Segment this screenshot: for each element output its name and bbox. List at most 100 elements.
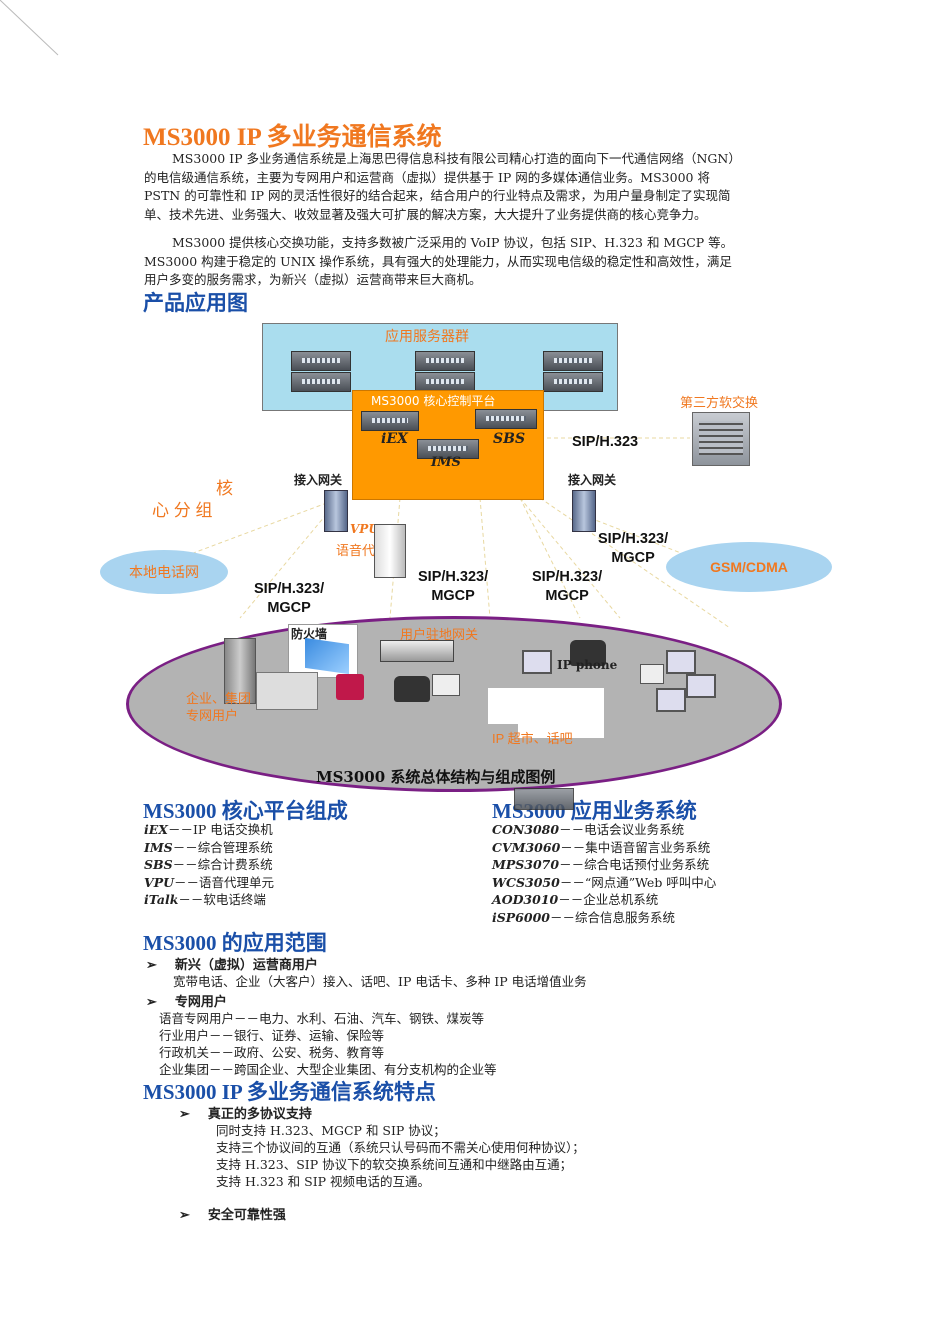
protocol-line: MGCP xyxy=(545,588,589,604)
firewall-label: 防火墙 xyxy=(291,627,328,641)
left-partial-label: 心 分 组 xyxy=(152,501,213,520)
server-icon xyxy=(543,372,603,392)
item-name: iTalk xyxy=(144,892,179,907)
bullet-title: 安全可靠性强 xyxy=(207,1207,286,1222)
item-name: AOD3010 xyxy=(492,892,559,907)
protocol-label: SIP/H.323/ MGCP xyxy=(254,580,324,618)
list-item: CON3080－－电话会议业务系统 xyxy=(492,821,716,839)
intro-paragraph-1: MS3000 IP 多业务通信系统是上海思巴得信息科技有限公司精心打造的面向下一… xyxy=(144,150,804,224)
server-icon xyxy=(514,788,574,810)
item-desc: －－综合信息服务系统 xyxy=(549,909,675,925)
softswitch-icon xyxy=(692,412,750,466)
protocol-line: MGCP xyxy=(267,600,311,616)
bullet-item: ➢专网用户 xyxy=(146,991,227,1010)
iex-label: iEX xyxy=(381,431,408,447)
bullet-arrow-icon: ➢ xyxy=(146,994,157,1009)
fax-icon xyxy=(432,674,460,696)
computer-icon xyxy=(666,650,696,674)
enterprise-line: 专网用户 xyxy=(186,708,239,723)
gsm-cdma-label: GSM/CDMA xyxy=(710,559,788,575)
feature-line: 支持三个协议间的互通（系统只认号码而不需关心使用何种协议）； xyxy=(216,1140,585,1155)
router-icon xyxy=(380,640,454,662)
intro-line: PSTN 的可靠性和 IP 网的灵活性很好的结合起来，结合用户的行业特点及需求，… xyxy=(144,188,731,203)
item-desc: －－“网点通”Web 呼叫中心 xyxy=(559,874,717,890)
feature-lines: 同时支持 H.323、MGCP 和 SIP 协议； 支持三个协议间的互通（系统只… xyxy=(216,1122,585,1190)
item-name: VPU xyxy=(144,874,174,890)
enterprise-line: 企业、集团 xyxy=(186,691,252,706)
ims-label: IMS xyxy=(431,455,461,470)
left-partial-label: 核 xyxy=(216,479,233,498)
bullet-item: ➢新兴（虚拟）运营商用户 xyxy=(146,954,318,973)
scope-line: 行业用户－－银行、证券、运输、保险等 xyxy=(159,1028,385,1043)
firewall: 防火墙 xyxy=(288,624,358,678)
core-section-heading: MS3000 核心平台组成 xyxy=(143,799,348,823)
item-name: MPS3070 xyxy=(492,857,560,872)
bullet-item: ➢ 真正的多协议支持 xyxy=(179,1103,312,1122)
gateway-server-icon xyxy=(324,490,348,532)
gsm-cdma-network: GSM/CDMA xyxy=(666,542,832,592)
list-item: SBS－－综合计费系统 xyxy=(144,856,274,874)
bullet-item: ➢安全可靠性强 xyxy=(179,1204,286,1223)
phone-group-icon xyxy=(518,710,604,738)
bullet-lines: 语音专网用户－－电力、水利、石油、汽车、钢铁、煤炭等 行业用户－－银行、证券、运… xyxy=(159,1010,497,1078)
computer-icon xyxy=(656,688,686,712)
access-gateway-left-label: 接入网关 xyxy=(294,473,343,487)
item-name: iEX xyxy=(144,822,168,837)
list-item: iTalk－－软电话终端 xyxy=(144,891,274,909)
intro-line: MS3000 IP 多业务通信系统是上海思巴得信息科技有限公司精心打造的面向下一… xyxy=(172,151,741,166)
third-party-softswitch-label: 第三方软交换 xyxy=(680,395,759,410)
user-gateway-label: 用户驻地网关 xyxy=(400,627,479,642)
item-desc: －－软电话终端 xyxy=(178,892,266,907)
list-item: IMS－－综合管理系统 xyxy=(144,839,274,857)
protocol-line: SIP/H.323/ xyxy=(532,569,603,585)
protocol-label: SIP/H.323/ MGCP xyxy=(598,530,668,568)
intro-line: MS3000 构建于稳定的 UNIX 操作系统，具有强大的处理能力，从而实现电信… xyxy=(144,253,732,269)
bullet-arrow-icon: ➢ xyxy=(179,1106,190,1121)
bullet-title: 真正的多协议支持 xyxy=(207,1106,312,1121)
vpu-device-icon xyxy=(374,524,406,578)
computer-icon xyxy=(522,650,552,674)
server-icon xyxy=(291,372,351,392)
scope-line: 语音专网用户－－电力、水利、石油、汽车、钢铁、煤炭等 xyxy=(159,1011,485,1026)
building-icon xyxy=(224,638,256,704)
ip-phone-icon xyxy=(570,640,606,666)
feature-line: 支持 H.323、SIP 协议下的软交换系统间互通和中继路由互通； xyxy=(216,1157,573,1172)
bullet-text: 宽带电话、企业（大客户）接入、话吧、IP 电话卡、多种 IP 电话增值业务 xyxy=(173,974,587,989)
sbs-label: SBS xyxy=(493,431,526,447)
list-item: AOD3010－－企业总机系统 xyxy=(492,891,716,909)
protocol-line: SIP/H.323/ xyxy=(254,581,325,597)
house-icons xyxy=(256,672,318,710)
printer-icon xyxy=(640,664,664,684)
item-desc: －－综合管理系统 xyxy=(172,839,273,855)
bullet-title: 新兴（虚拟）运营商用户 xyxy=(174,957,318,972)
list-item: CVM3060－－集中语音留言业务系统 xyxy=(492,839,716,857)
server-icon xyxy=(361,411,419,431)
item-name: IMS xyxy=(144,839,173,855)
connection-lines xyxy=(179,437,731,629)
item-desc: －－语音代理单元 xyxy=(174,874,275,890)
protocol-label-softswitch: SIP/H.323 xyxy=(572,434,639,450)
item-desc: －－IP 电话交换机 xyxy=(167,822,273,837)
list-item: iSP6000－－综合信息服务系统 xyxy=(492,909,716,927)
protocol-line: MGCP xyxy=(611,550,655,566)
server-icon xyxy=(415,372,475,392)
list-item: VPU－－语音代理单元 xyxy=(144,874,274,892)
diagram-caption: MS3000 系统总体结构与组成图例 xyxy=(316,768,556,786)
core-control-platform: MS3000 核心控制平台 iEX SBS IMS xyxy=(352,390,544,500)
diagram-heading: 产品应用图 xyxy=(143,291,248,315)
corner-mark xyxy=(0,0,59,56)
scope-section-heading: MS3000 的应用范围 xyxy=(143,931,327,955)
scope-line: 企业集团－－跨国企业、大型企业集团、有分支机构的企业等 xyxy=(159,1062,497,1077)
item-name: CON3080 xyxy=(492,822,560,837)
core-platform-label: MS3000 核心控制平台 xyxy=(371,394,496,408)
local-phone-network: 本地电话网 xyxy=(100,550,228,594)
user-icon xyxy=(336,674,364,700)
access-gateway-right-label: 接入网关 xyxy=(568,473,617,487)
item-name: SBS xyxy=(144,857,173,872)
server-icon xyxy=(543,351,603,371)
firewall-icon xyxy=(305,637,349,675)
protocol-line: MGCP xyxy=(431,588,475,604)
local-phone-network-label: 本地电话网 xyxy=(129,564,199,580)
list-item: MPS3070－－综合电话预付业务系统 xyxy=(492,856,716,874)
feature-line: 支持 H.323 和 SIP 视频电话的互通。 xyxy=(216,1174,431,1189)
